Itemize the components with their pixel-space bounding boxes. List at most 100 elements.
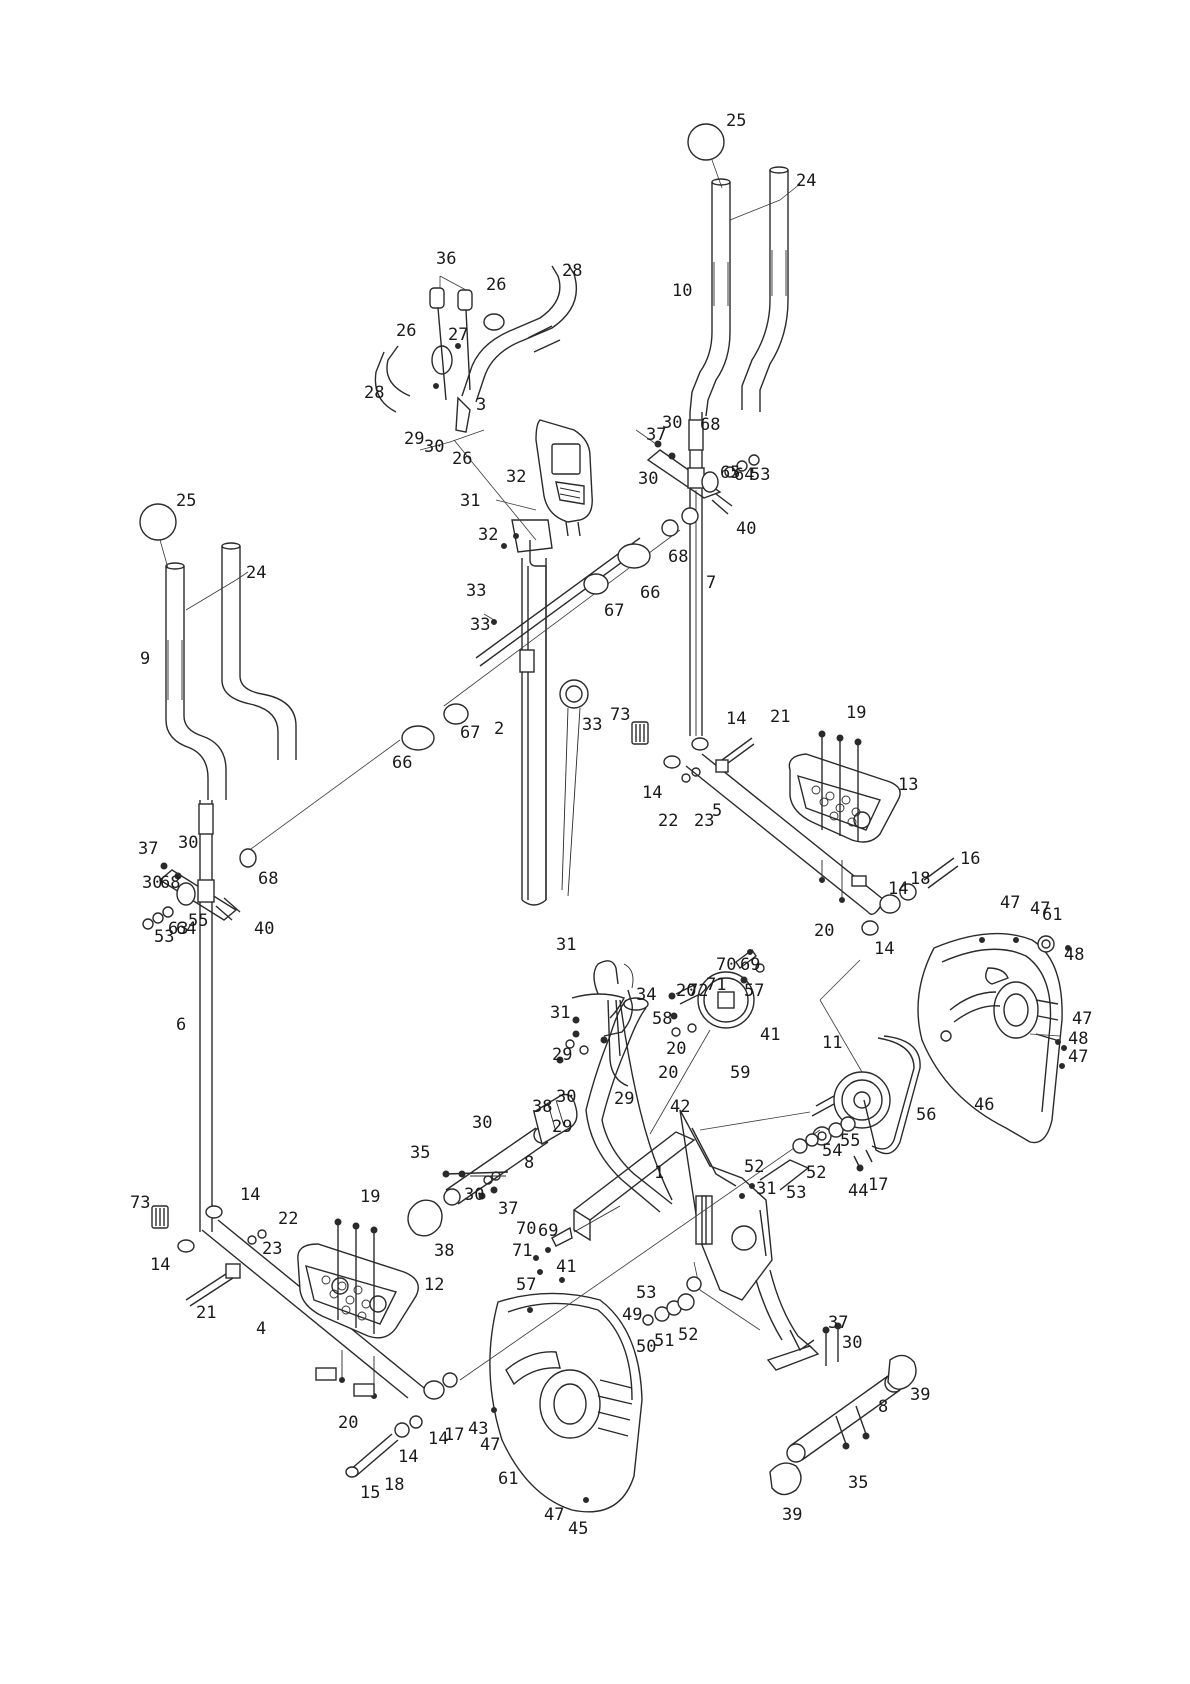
- flywheel-assembly: [649, 948, 921, 1172]
- label-47d: 47: [1068, 1047, 1088, 1067]
- label-23b: 23: [262, 1239, 282, 1259]
- label-43: 43: [468, 1419, 488, 1439]
- label-24b: 24: [246, 563, 266, 583]
- label-67a: 67: [604, 601, 624, 621]
- label-48b: 48: [1068, 1029, 1088, 1049]
- label-69a: 69: [740, 955, 760, 975]
- part-33-tension-knob: [559, 679, 589, 709]
- label-66a: 66: [640, 583, 660, 603]
- label-66b: 66: [392, 753, 412, 773]
- label-57a: 57: [744, 981, 764, 1001]
- part-7-sleeve: [688, 419, 704, 451]
- label-21b: 21: [196, 1303, 216, 1323]
- part-66-bushing-right: [617, 543, 651, 569]
- label-22a: 22: [658, 811, 678, 831]
- part-25-end-cap-right: [687, 123, 725, 161]
- label-19b: 19: [360, 1187, 380, 1207]
- label-61b: 61: [498, 1469, 518, 1489]
- label-5: 5: [712, 801, 722, 821]
- label-47c: 47: [1072, 1009, 1092, 1029]
- label-2: 2: [494, 719, 504, 739]
- part-10-upper-handle: [689, 182, 713, 413]
- part-38-wheel-top: [533, 1093, 578, 1146]
- label-14c: 14: [888, 879, 908, 899]
- label-14h: 14: [398, 1447, 418, 1467]
- label-61a: 61: [1042, 905, 1062, 925]
- right-shroud: [917, 932, 1071, 1144]
- label-59: 59: [730, 1063, 750, 1083]
- label-48a: 48: [1064, 945, 1084, 965]
- label-14d: 14: [874, 939, 894, 959]
- label-33c: 33: [582, 715, 602, 735]
- label-67b: 67: [460, 723, 480, 743]
- label-8b: 8: [878, 1397, 888, 1417]
- label-17a: 17: [444, 1425, 464, 1445]
- label-64b: 64: [176, 919, 196, 939]
- label-55b: 55: [188, 911, 208, 931]
- pivot-axle-assembly: [243, 507, 699, 855]
- label-25a: 25: [726, 111, 746, 131]
- label-18b: 18: [384, 1475, 404, 1495]
- part-3-handlebar: [461, 265, 561, 397]
- label-47e: 47: [480, 1435, 500, 1455]
- front-stabilizer: [407, 1093, 578, 1237]
- main-frame: [572, 997, 820, 1371]
- part-26-pulse-sensor: [431, 345, 453, 375]
- part-13-pedal-right: [788, 753, 901, 843]
- label-15: 15: [360, 1483, 380, 1503]
- label-58: 58: [652, 1009, 672, 1029]
- label-44: 44: [848, 1181, 868, 1201]
- label-29b: 29: [552, 1045, 572, 1065]
- part-28-grip-left: [386, 345, 411, 397]
- part-9-upper-handle: [165, 566, 209, 800]
- label-40b: 40: [254, 919, 274, 939]
- part-20-bracket-left: [315, 1367, 337, 1381]
- console-mast: [556, 960, 634, 1087]
- part-21-pin-right: [721, 737, 753, 761]
- label-73b: 73: [130, 1193, 150, 1213]
- part-2-sleeve: [519, 649, 535, 673]
- label-32a: 32: [506, 467, 526, 487]
- label-20a: 20: [814, 921, 834, 941]
- label-21a: 21: [770, 707, 790, 727]
- label-3: 3: [476, 395, 486, 415]
- part-25-end-cap-left: [139, 503, 177, 541]
- label-10: 10: [672, 281, 692, 301]
- label-14g: 14: [428, 1429, 448, 1449]
- label-29c: 29: [614, 1089, 634, 1109]
- part-39-end-cap-top: [887, 1354, 917, 1390]
- right-pedal-arm: [631, 721, 959, 936]
- console-and-post: [453, 419, 593, 906]
- label-14a: 14: [726, 709, 746, 729]
- label-30g: 30: [472, 1113, 492, 1133]
- label-64a: 64: [734, 465, 754, 485]
- label-26c: 26: [452, 449, 472, 469]
- label-37c: 37: [498, 1199, 518, 1219]
- label-53b: 53: [636, 1283, 656, 1303]
- left-shroud: [489, 1292, 643, 1513]
- part-21-pin-left: [185, 1269, 237, 1307]
- label-56: 56: [916, 1105, 936, 1125]
- label-39a: 39: [910, 1385, 930, 1405]
- part-15-pin: [349, 1433, 399, 1477]
- part-56-belt: [863, 1035, 921, 1155]
- part-67-bushing-left: [443, 703, 469, 725]
- label-25b: 25: [176, 491, 196, 511]
- label-30f: 30: [556, 1087, 576, 1107]
- right-pivot-joint: [635, 429, 760, 515]
- left-pedal-arm: [151, 1205, 458, 1478]
- part-number-labels: 1 2 3 4 5 6 7 8 8 9 10 11 12 13 14 14 14…: [130, 111, 1092, 1539]
- label-27: 27: [448, 325, 468, 345]
- label-57b: 57: [516, 1275, 536, 1295]
- label-6: 6: [176, 1015, 186, 1035]
- label-7: 7: [706, 573, 716, 593]
- part-12-pedal-left: [297, 1243, 419, 1339]
- label-40a: 40: [736, 519, 756, 539]
- label-53d: 53: [750, 465, 770, 485]
- label-68c: 68: [160, 873, 180, 893]
- label-14b: 14: [642, 783, 662, 803]
- label-4: 4: [256, 1319, 266, 1339]
- label-8a: 8: [524, 1153, 534, 1173]
- label-30b: 30: [662, 413, 682, 433]
